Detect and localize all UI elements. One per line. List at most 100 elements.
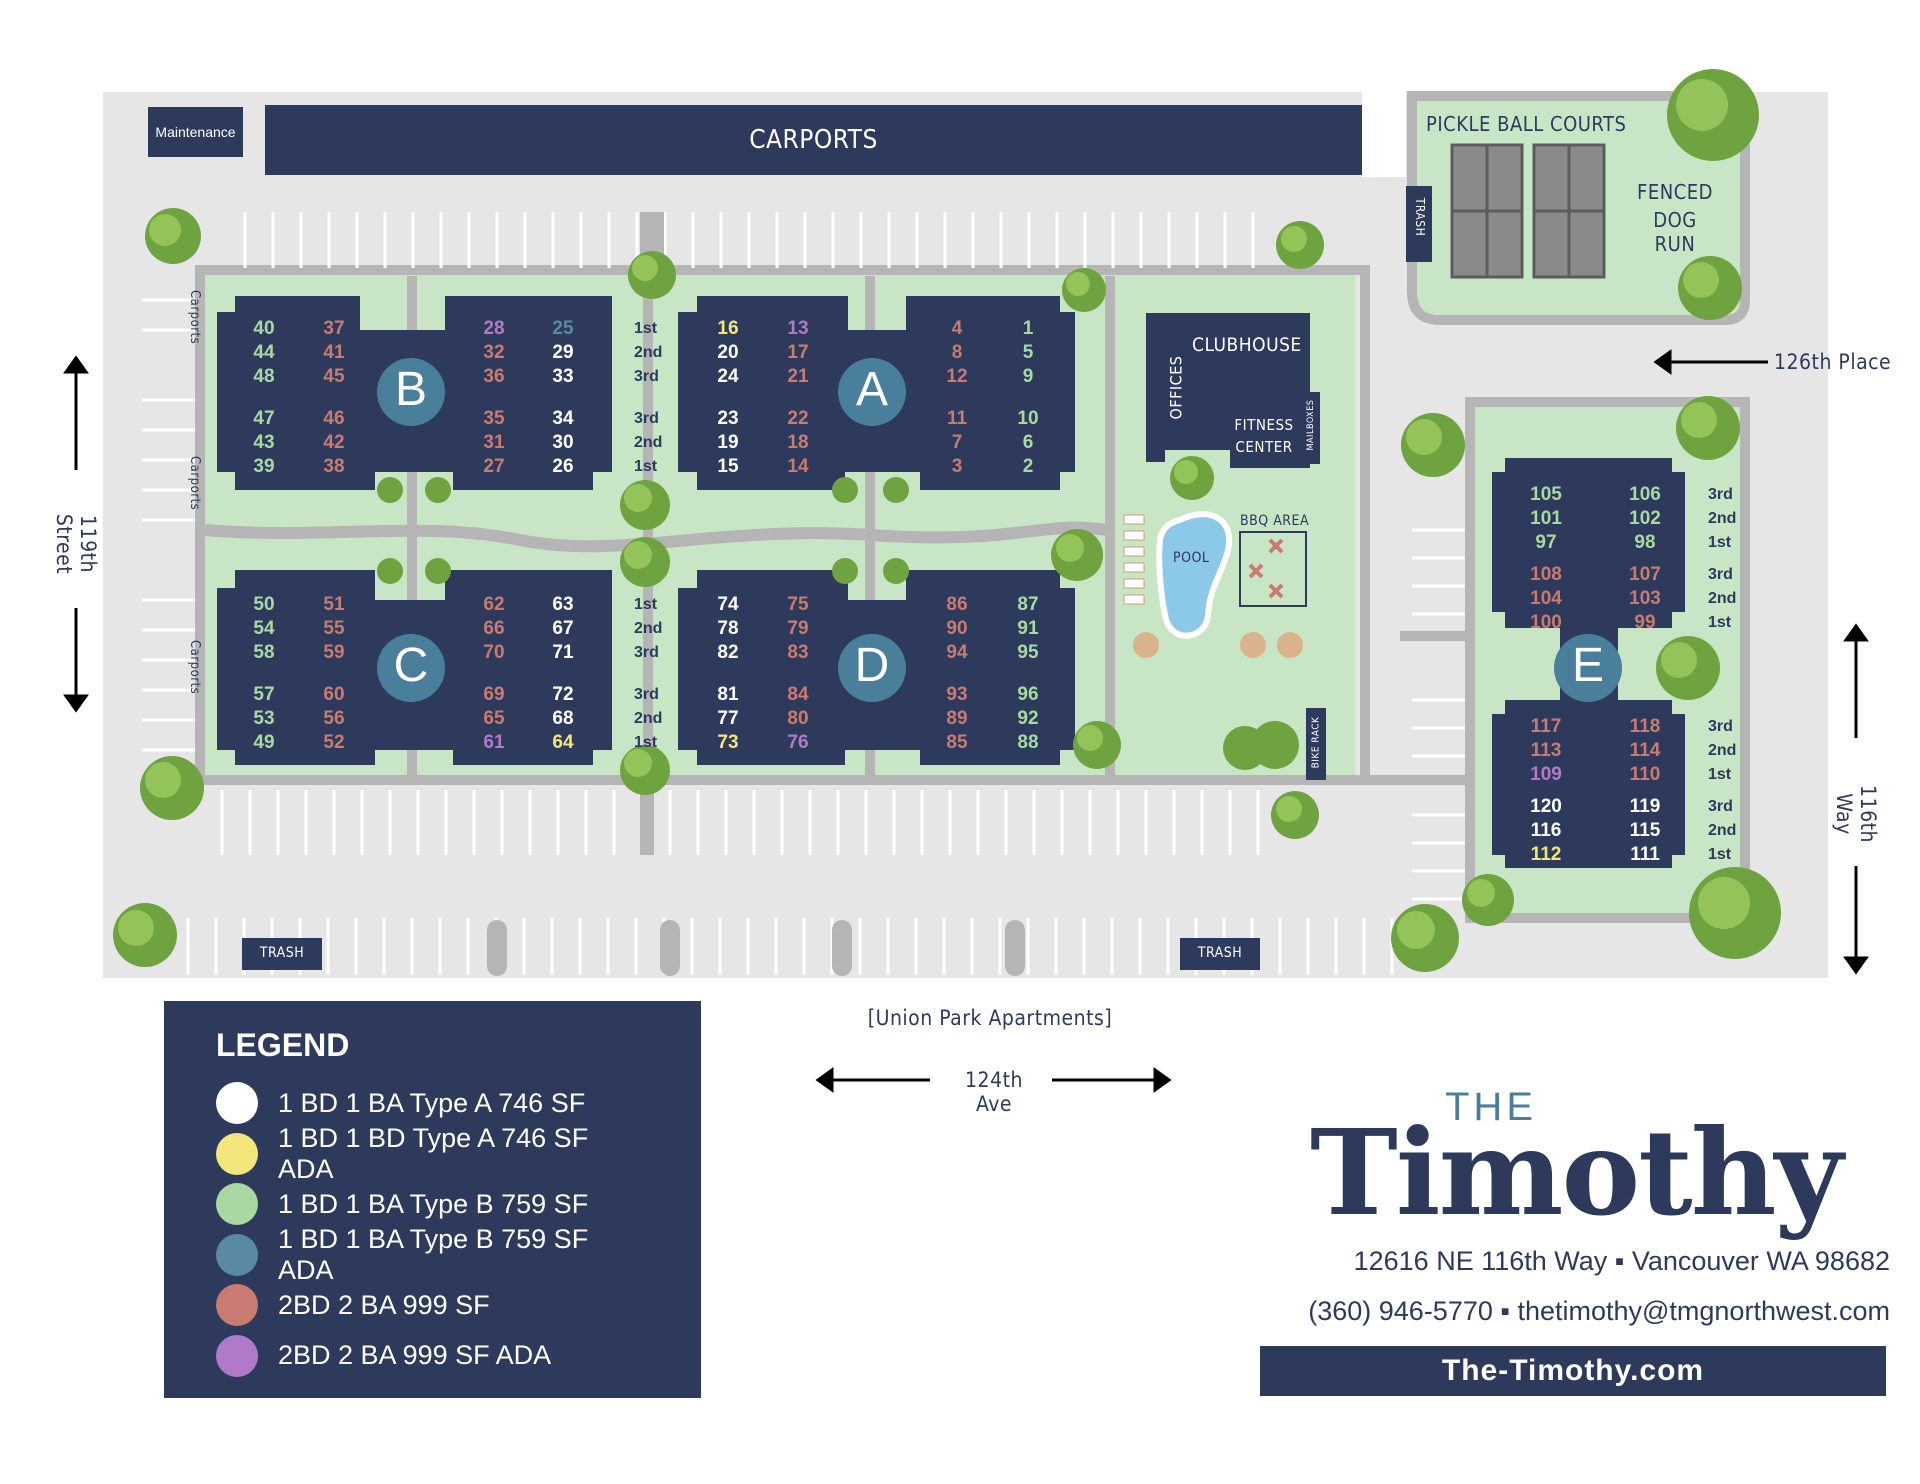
legend-swatch bbox=[216, 1233, 258, 1276]
legend-label: 1 BD 1 BA Type B 759 SF ADA bbox=[278, 1223, 589, 1285]
unit-number: 84 bbox=[787, 684, 809, 705]
unit-number: 47 bbox=[253, 408, 275, 429]
building-c-letter: C bbox=[393, 639, 429, 692]
unit-number: 27 bbox=[483, 456, 505, 477]
unit-number: 10 bbox=[1017, 408, 1039, 429]
floor-label: 2nd bbox=[1708, 590, 1737, 607]
unit-number: 59 bbox=[323, 642, 345, 663]
unit-number: 21 bbox=[787, 366, 809, 387]
unit-number: 103 bbox=[1629, 588, 1661, 609]
unit-number: 115 bbox=[1629, 820, 1661, 841]
carports-label-west-1: Carports bbox=[187, 290, 202, 345]
unit-number: 15 bbox=[717, 456, 739, 477]
bbq-area bbox=[1239, 531, 1307, 607]
legend-swatch bbox=[216, 1132, 258, 1175]
unit-number: 80 bbox=[787, 708, 809, 729]
offices-label: OFFICES bbox=[1166, 355, 1186, 420]
carports-banner: CARPORTS bbox=[265, 105, 1362, 175]
dog-run-label-2: DOG RUN bbox=[1653, 208, 1697, 256]
unit-number: 3 bbox=[951, 456, 963, 477]
mailboxes bbox=[1302, 392, 1320, 464]
unit-number: 34 bbox=[552, 408, 574, 429]
street-119th: 119th Street bbox=[52, 513, 100, 575]
legend-label: 2BD 2 BA 999 SF bbox=[278, 1289, 490, 1320]
legend-item: 2BD 2 BA 999 SF bbox=[216, 1280, 649, 1331]
floor-label: 3rd bbox=[634, 644, 659, 661]
unit-number: 73 bbox=[717, 732, 739, 753]
unit-number: 4 bbox=[951, 318, 963, 339]
unit-number: 16 bbox=[717, 318, 739, 339]
street-126th-place: 126th Place bbox=[1774, 350, 1892, 374]
floor-label: 3rd bbox=[1708, 566, 1733, 583]
legend-item: 1 BD 1 BA Type B 759 SF ADA bbox=[216, 1224, 649, 1285]
maintenance-building: Maintenance bbox=[148, 107, 243, 157]
unit-number: 78 bbox=[717, 618, 739, 639]
unit-number: 41 bbox=[323, 342, 345, 363]
floor-label: 1st bbox=[634, 734, 658, 751]
unit-number: 23 bbox=[717, 408, 739, 429]
unit-number: 91 bbox=[1017, 618, 1039, 639]
unit-number: 11 bbox=[946, 408, 968, 429]
legend-title: LEGEND bbox=[216, 1027, 350, 1063]
unit-number: 8 bbox=[951, 342, 963, 363]
unit-number: 120 bbox=[1530, 796, 1562, 817]
unit-number: 26 bbox=[552, 456, 574, 477]
floor-label: 2nd bbox=[634, 620, 663, 637]
unit-number: 24 bbox=[717, 366, 739, 387]
patio-umbrellas bbox=[1133, 632, 1303, 658]
unit-number: 32 bbox=[483, 342, 505, 363]
street-124th-ave: 124th Ave bbox=[965, 1068, 1023, 1116]
pickleball-courts bbox=[1450, 143, 1606, 279]
building-e-letter: E bbox=[1571, 639, 1604, 692]
unit-number: 17 bbox=[787, 342, 809, 363]
logo-the: THE bbox=[1445, 1085, 1537, 1129]
floor-label: 1st bbox=[634, 596, 658, 613]
trash-enclosure-north bbox=[1406, 186, 1432, 262]
legend-label: 1 BD 1 BA Type B 759 SF bbox=[278, 1188, 589, 1219]
unit-number: 18 bbox=[787, 432, 809, 453]
the-timothy-logo: THE Timothy bbox=[1310, 1085, 1843, 1255]
unit-number: 87 bbox=[1017, 594, 1039, 615]
unit-number: 1 bbox=[1022, 318, 1034, 339]
unit-number: 9 bbox=[1022, 366, 1034, 387]
unit-number: 70 bbox=[483, 642, 505, 663]
trees bbox=[113, 69, 1781, 972]
unit-number: 40 bbox=[253, 318, 275, 339]
unit-number: 100 bbox=[1530, 612, 1562, 633]
legend-item: 1 BD 1 BD Type A 746 SF ADA bbox=[216, 1123, 649, 1184]
unit-number: 108 bbox=[1530, 564, 1562, 585]
unit-number: 13 bbox=[787, 318, 809, 339]
street-arrows bbox=[63, 349, 1869, 1093]
legend-label: 1 BD 1 BD Type A 746 SF ADA bbox=[278, 1122, 589, 1184]
unit-number: 110 bbox=[1629, 764, 1661, 785]
unit-number: 54 bbox=[253, 618, 275, 639]
unit-number: 95 bbox=[1017, 642, 1039, 663]
unit-number: 39 bbox=[253, 456, 275, 477]
unit-number: 96 bbox=[1017, 684, 1039, 705]
unit-number: 88 bbox=[1017, 732, 1039, 753]
pool-label: POOL bbox=[1173, 550, 1210, 566]
unit-number: 52 bbox=[323, 732, 345, 753]
floor-label: 3rd bbox=[1708, 718, 1733, 735]
unit-number: 25 bbox=[552, 318, 574, 339]
unit-number: 48 bbox=[253, 366, 275, 387]
contact-info[interactable]: (360) 946-5770 ▪ thetimothy@tmgnorthwest… bbox=[1308, 1296, 1890, 1326]
unit-number: 82 bbox=[717, 642, 739, 663]
floor-label: 2nd bbox=[634, 710, 663, 727]
unit-number: 51 bbox=[323, 594, 345, 615]
unit-number: 44 bbox=[253, 342, 275, 363]
unit-number: 77 bbox=[717, 708, 739, 729]
mailboxes-label: MAILBOXES bbox=[1306, 399, 1316, 451]
unit-number: 43 bbox=[253, 432, 275, 453]
carports-label-west-3: Carports bbox=[187, 640, 202, 695]
unit-number: 63 bbox=[552, 594, 574, 615]
website-link[interactable]: The-Timothy.com bbox=[1260, 1346, 1886, 1396]
unit-number: 81 bbox=[717, 684, 739, 705]
unit-number: 2 bbox=[1022, 456, 1034, 477]
floor-label: 3rd bbox=[1708, 798, 1733, 815]
street-116th-way: 116th Way bbox=[1832, 785, 1880, 843]
floor-label: 2nd bbox=[1708, 742, 1737, 759]
clubhouse-label: CLUBHOUSE bbox=[1192, 334, 1302, 356]
